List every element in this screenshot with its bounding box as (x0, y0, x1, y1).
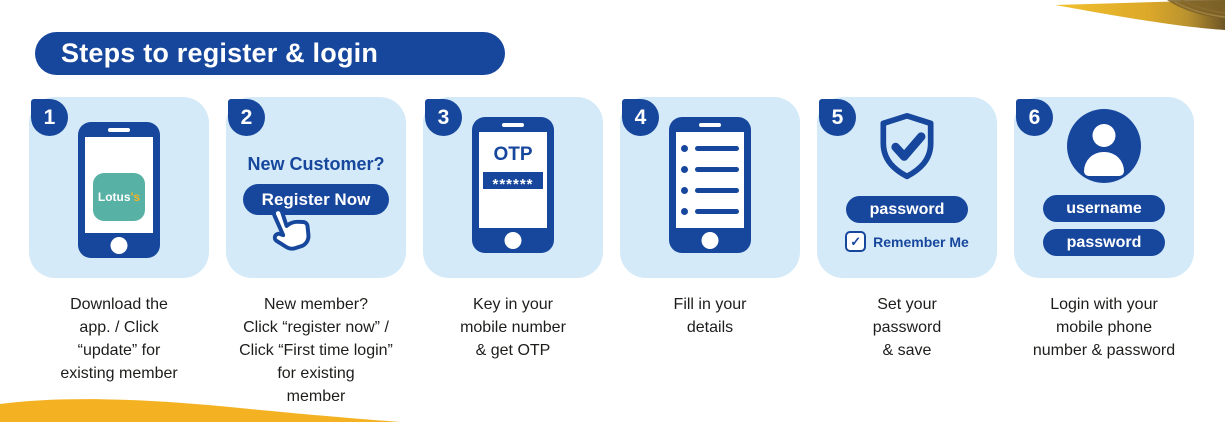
gold-ribbon-decoration (1055, 0, 1225, 30)
step-6: 6 username password Login with your mobi… (1014, 97, 1194, 408)
phone-speaker-icon (108, 128, 130, 132)
step-1-card: 1 Lotus's (29, 97, 209, 278)
user-avatar-icon (1067, 109, 1141, 183)
phone-speaker-icon (502, 123, 524, 127)
new-customer-prompt: New Customer? (247, 154, 385, 174)
phone-screen: OTP ****** (479, 132, 547, 228)
steps-row: 1 Lotus's Download the app. / Click “upd… (29, 97, 1194, 408)
page-title: Steps to register & login (35, 32, 505, 75)
step-6-caption: Login with your mobile phone number & pa… (1032, 296, 1176, 359)
phone-icon: Lotus's (78, 122, 160, 258)
step-4-card: 4 (620, 97, 800, 278)
step-1-number-badge: 1 (31, 99, 68, 136)
phone-home-button-icon (701, 232, 719, 249)
list-item (681, 208, 739, 215)
password-field[interactable]: password (846, 196, 968, 223)
otp-code-value: ****** (492, 176, 534, 193)
step-2-caption: New member? Click “register now” / Click… (239, 296, 393, 405)
phone-speaker-icon (699, 123, 721, 127)
step-6-number-badge: 6 (1016, 99, 1053, 136)
step-3-number-badge: 3 (425, 99, 462, 136)
yellow-wave-decoration (0, 399, 400, 422)
checkbox-check-icon: ✓ (850, 233, 862, 249)
list-item (681, 145, 739, 152)
step-4-number-badge: 4 (622, 99, 659, 136)
app-name-accent: 's (130, 190, 141, 204)
shield-check-icon (876, 112, 938, 189)
step-2-card: 2 New Customer? Register Now (226, 97, 406, 278)
step-5: 5 password ✓ Remember Me Set your passwo… (817, 97, 997, 408)
phone-screen: Lotus's (85, 137, 153, 233)
details-list-icon (681, 145, 739, 215)
step-3-card: 3 OTP ****** (423, 97, 603, 278)
hand-pointer-icon (271, 207, 311, 251)
step-4-caption: Fill in your details (673, 296, 747, 336)
app-name: Lotus (97, 190, 131, 204)
phone-icon: OTP ****** (472, 117, 554, 253)
remember-me-row: ✓ Remember Me (845, 231, 969, 252)
step-2-number-badge: 2 (228, 99, 265, 136)
step-5-number-badge: 5 (819, 99, 856, 136)
step-3-caption: Key in your mobile number & get OTP (460, 296, 566, 359)
step-1-caption: Download the app. / Click “update” for e… (60, 296, 178, 382)
step-6-card: 6 username password (1014, 97, 1194, 278)
step-4: 4 Fill in your details (620, 97, 800, 408)
remember-me-checkbox[interactable]: ✓ (845, 231, 867, 252)
list-item (681, 187, 739, 194)
phone-screen (676, 132, 744, 228)
phone-home-button-icon (110, 237, 128, 254)
otp-label: OTP (493, 144, 533, 165)
username-field[interactable]: username (1043, 195, 1165, 222)
step-2: 2 New Customer? Register Now New member?… (226, 97, 406, 408)
otp-code-field[interactable]: ****** (483, 172, 543, 193)
phone-home-button-icon (504, 232, 522, 249)
list-item (681, 166, 739, 173)
step-3: 3 OTP ****** Key in your mobile number &… (423, 97, 603, 408)
step-5-card: 5 password ✓ Remember Me (817, 97, 997, 278)
lotus-app-icon[interactable]: Lotus's (93, 173, 145, 221)
register-now-button[interactable]: Register Now (242, 184, 390, 215)
step-5-caption: Set your password & save (872, 296, 942, 359)
password-field[interactable]: password (1043, 229, 1165, 256)
step-1: 1 Lotus's Download the app. / Click “upd… (29, 97, 209, 408)
phone-icon (669, 117, 751, 253)
remember-me-label: Remember Me (873, 233, 969, 250)
